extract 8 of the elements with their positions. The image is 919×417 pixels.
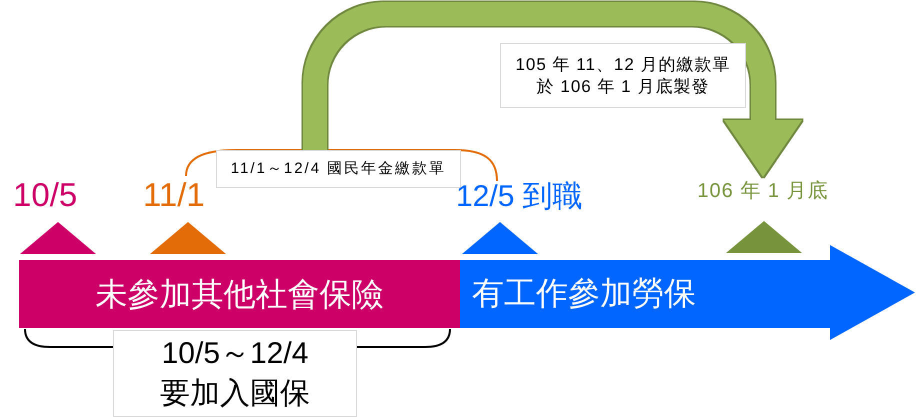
note-box: 11/1～12/4 國民年金繳款單 [216, 150, 461, 188]
period-bar: 未參加其他社會保險 [19, 260, 460, 328]
date-label: 11/1 [143, 178, 205, 211]
note-box: 10/5～12/4要加入國保 [113, 330, 357, 417]
curved-arrow [303, 2, 802, 177]
date-label: 10/5 [13, 178, 78, 211]
date-label: 106 年 1 月底 [683, 177, 843, 205]
note-box: 105 年 11、12 月的繳款單於 106 年 1 月底製發 [500, 43, 746, 108]
